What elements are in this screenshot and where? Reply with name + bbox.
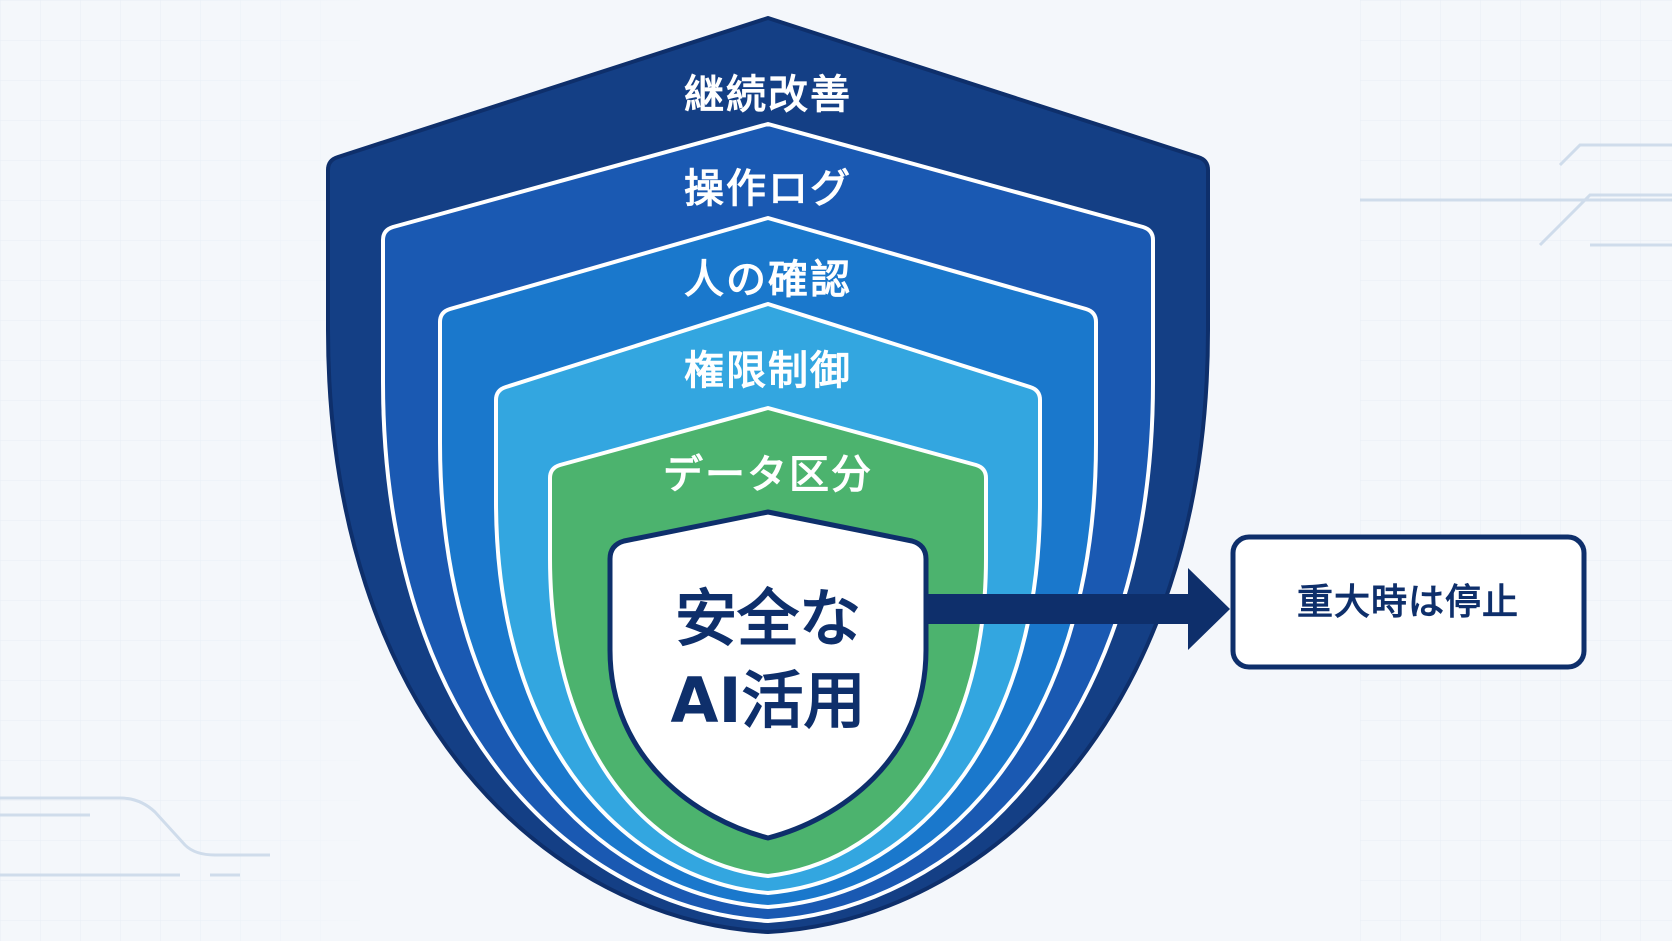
stop-box: 重大時は停止 [1230, 534, 1587, 670]
core-label-line2: AI活用 [670, 664, 865, 737]
shield-layer-1-label: 継続改善 [684, 72, 852, 118]
shield-layer-2-label: 操作ログ [684, 166, 852, 212]
background-grid-right [1360, 0, 1672, 941]
core-label-line1: 安全な [675, 582, 861, 655]
decorative-circuit-lines [0, 143, 1672, 877]
shield-layer-5-label: データ区分 [663, 452, 873, 498]
shield-layer-3-label: 人の確認 [684, 257, 852, 303]
shield-layer-4-label: 権限制御 [684, 348, 852, 394]
arrow-connector [928, 568, 1230, 650]
core-shield [607, 509, 929, 841]
stop-box-label: 重大時は停止 [1297, 582, 1519, 623]
